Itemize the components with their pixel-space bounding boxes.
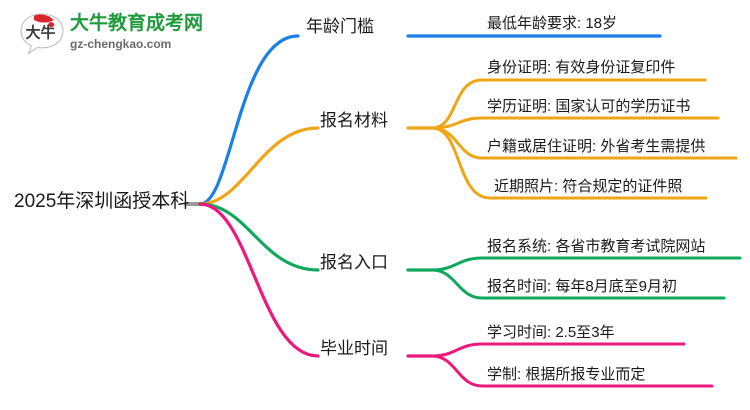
branch-label-graduation-time[interactable]: 毕业时间 [320, 339, 388, 358]
connector-branch-3-child-1 [430, 256, 484, 272]
leaf-education-proof[interactable]: 学历证明: 国家认可的学历证书 [487, 98, 691, 115]
leaf-id-proof[interactable]: 身份证明: 有效身份证复印件 [487, 59, 676, 76]
leaf-residence-proof[interactable]: 户籍或居住证明: 外省考生需提供 [487, 138, 706, 155]
branch-label-age-threshold[interactable]: 年龄门槛 [306, 17, 374, 36]
site-logo: 大牛 大牛教育成考网 gz-chengkao.com [18, 10, 208, 58]
leaf-academic-system[interactable]: 学制: 根据所报专业而定 [487, 366, 646, 383]
svg-text:大牛: 大牛 [25, 24, 55, 42]
connector-branch-2-child-4 [430, 126, 492, 200]
leaf-registration-time[interactable]: 报名时间: 每年8月底至9月初 [487, 278, 678, 295]
connector-branch-4-child-2 [430, 354, 484, 388]
connector-branch-4 [198, 202, 320, 358]
connector-branch-3 [198, 202, 320, 272]
logo-subtitle: gz-chengkao.com [70, 37, 172, 51]
connector-branch-4-child-1 [430, 342, 484, 358]
logo-mark-icon: 大牛 [20, 13, 64, 55]
leaf-study-duration[interactable]: 学习时间: 2.5至3年 [487, 324, 615, 341]
branch-label-application-entry[interactable]: 报名入口 [320, 253, 388, 272]
mindmap-root-label[interactable]: 2025年深圳函授本科 [14, 191, 190, 212]
connector-branch-2 [198, 126, 320, 206]
branch-label-application-materials[interactable]: 报名材料 [320, 111, 388, 130]
connector-branch-2-child-1 [430, 78, 484, 130]
logo-title: 大牛教育成考网 [70, 13, 204, 34]
connector-branch-2-child-2 [430, 116, 484, 130]
leaf-registration-system[interactable]: 报名系统: 各省市教育考试院网站 [487, 238, 706, 255]
leaf-recent-photo[interactable]: 近期照片: 符合规定的证件照 [494, 178, 683, 195]
leaf-minimum-age[interactable]: 最低年龄要求: 18岁 [487, 15, 618, 32]
logo-text: 大牛教育成考网 gz-chengkao.com [70, 13, 210, 52]
connector-branch-3-child-2 [430, 268, 484, 300]
connector-branch-1 [198, 34, 300, 206]
